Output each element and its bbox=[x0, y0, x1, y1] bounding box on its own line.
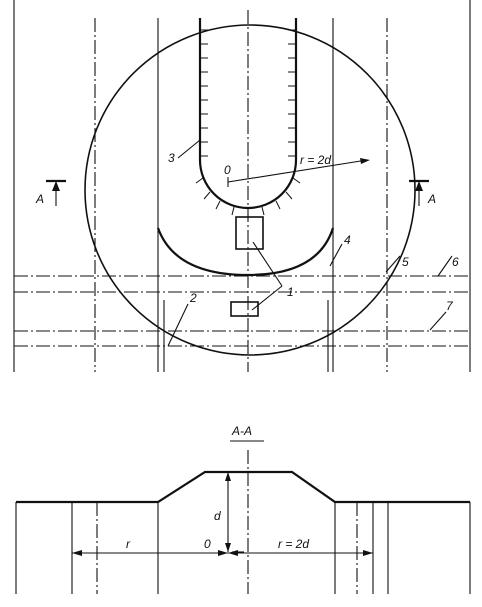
part-label-3: 3 bbox=[168, 151, 175, 165]
section-r-label: r bbox=[126, 537, 131, 551]
height-dimension bbox=[225, 472, 244, 553]
section-mark-left-label: A bbox=[35, 192, 44, 206]
plan-view: 0 r = 2d 1 2 3 4 5 6 7 A A bbox=[13, 0, 471, 372]
part-label-2: 2 bbox=[189, 291, 197, 305]
radius-dimensions bbox=[72, 550, 373, 556]
slope-hatching bbox=[195, 29, 301, 216]
section-title: A-A bbox=[231, 424, 252, 438]
leader-lines bbox=[167, 139, 453, 347]
radius-label: r = 2d bbox=[300, 153, 331, 167]
section-vertical-lines bbox=[15, 450, 471, 594]
part-label-5: 5 bbox=[402, 255, 409, 269]
vertical-solid-lines bbox=[157, 18, 334, 372]
sump-rectangle bbox=[235, 216, 264, 250]
section-mark-right-label: A bbox=[427, 192, 436, 206]
part-label-7: 7 bbox=[446, 299, 454, 313]
section-mark-right bbox=[409, 179, 429, 206]
u-shaped-excavation bbox=[198, 18, 298, 210]
well-rectangle bbox=[230, 301, 259, 317]
horizontal-grid-lines bbox=[14, 275, 470, 347]
section-view: A-A d bbox=[15, 424, 471, 594]
part-label-4: 4 bbox=[344, 233, 351, 247]
radius-line bbox=[227, 159, 368, 183]
section-radius-label: r = 2d bbox=[278, 537, 309, 551]
part-label-6: 6 bbox=[452, 255, 459, 269]
section-origin-label: 0 bbox=[204, 537, 211, 551]
height-label: d bbox=[214, 509, 221, 523]
section-mark-left bbox=[46, 179, 66, 206]
center-label: 0 bbox=[224, 163, 231, 177]
excavation-outer-bottom bbox=[156, 227, 335, 277]
influence-circle bbox=[84, 24, 416, 356]
section-profile bbox=[16, 470, 470, 504]
vertical-grid-lines bbox=[94, 10, 388, 372]
part-label-1: 1 bbox=[287, 285, 294, 299]
radius-arrowhead bbox=[360, 158, 370, 164]
